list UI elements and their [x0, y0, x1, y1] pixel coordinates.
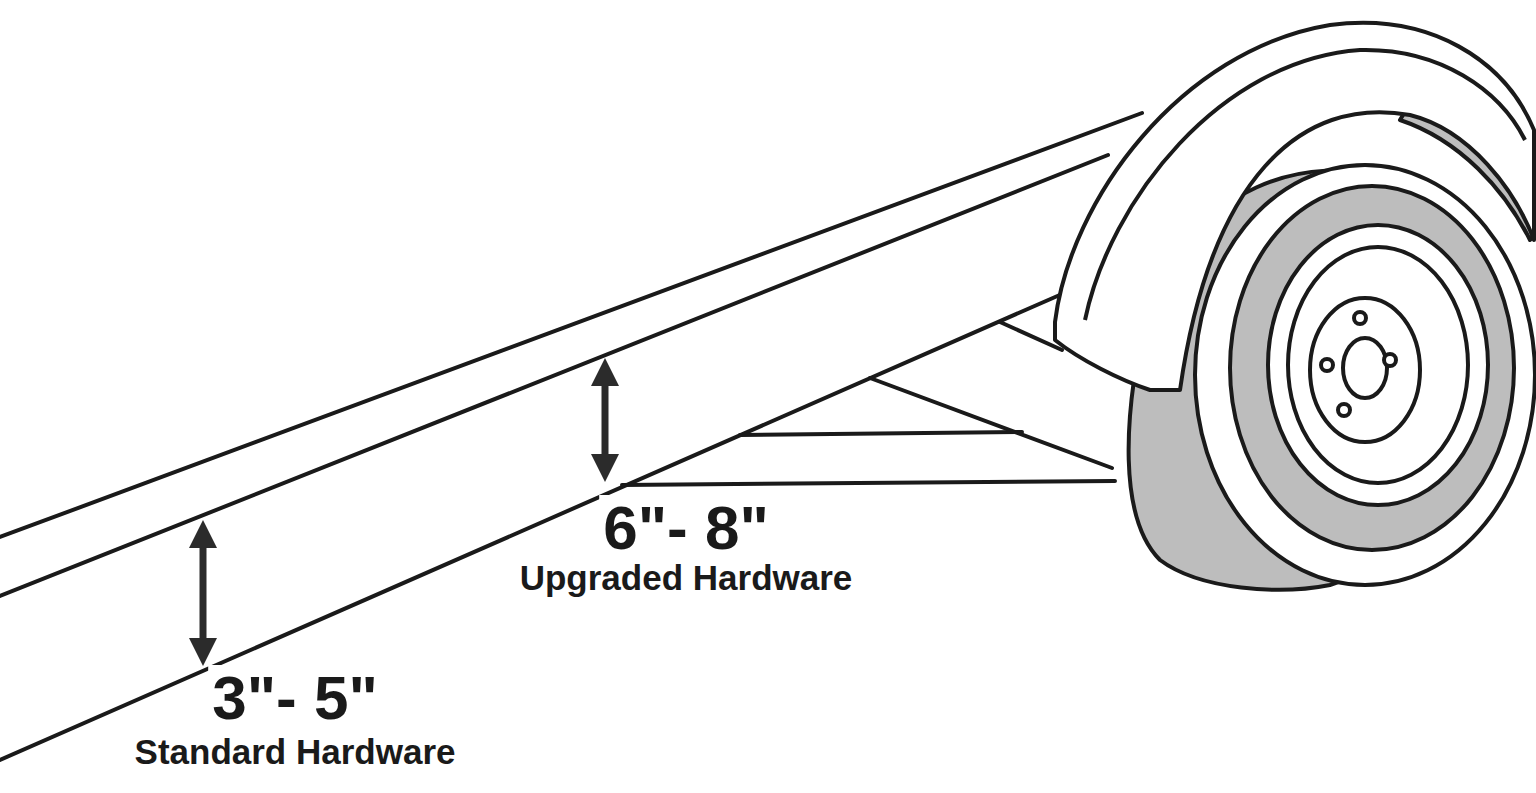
dimension-arrows [203, 372, 605, 652]
dimension-label: 6"- 8" [599, 495, 773, 560]
trailer-fender [1055, 23, 1534, 390]
hardware-label: Standard Hardware [131, 734, 460, 771]
dimension-label: 3"- 5" [208, 665, 382, 730]
hardware-label: Upgraded Hardware [516, 560, 857, 597]
trailer-frame [0, 113, 1142, 760]
